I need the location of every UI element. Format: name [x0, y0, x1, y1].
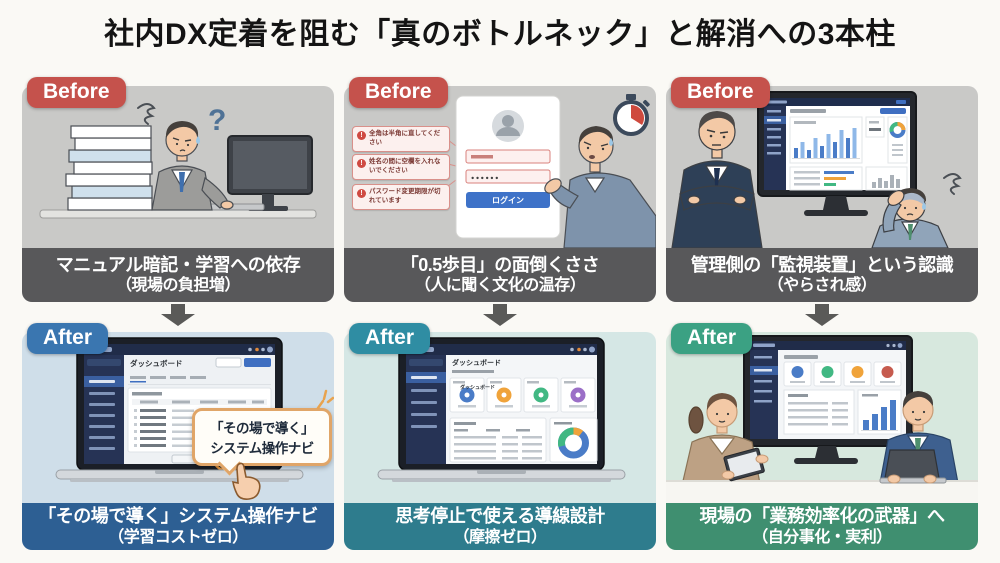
column-3: Before — [666, 0, 978, 563]
bar-chart — [789, 116, 863, 164]
sweat-drop-icon — [609, 138, 613, 146]
down-arrow — [344, 304, 656, 326]
laptop-on-desk — [879, 449, 947, 484]
laptop: ダッシュボード ダッシュボード — [377, 337, 626, 482]
confused-worker-scene: ? — [39, 103, 317, 219]
column-1: Before ? — [22, 0, 334, 563]
before-badge: Before — [671, 77, 770, 108]
desk — [666, 480, 978, 503]
stat-cards — [783, 361, 902, 387]
desk — [39, 209, 317, 219]
before-panel-3: Before — [666, 77, 978, 302]
error-callout-3: ! パスワード変更期限が切れています — [352, 184, 450, 210]
progress-table — [789, 166, 908, 191]
after-illustration-1: ダッシュボード — [22, 332, 334, 503]
page-title: 社内DX定着を阻む「真のボトルネック」と解消への3本柱 — [104, 18, 896, 51]
after-badge: After — [27, 323, 109, 354]
after-illustration-3 — [666, 332, 978, 503]
alert-icon: ! — [357, 189, 366, 198]
desktop-monitor — [227, 135, 313, 211]
error-callout-1: ! 全角は半角に直してください — [352, 126, 450, 152]
tablet — [723, 447, 765, 482]
stress-squiggle-icon — [137, 103, 156, 125]
manual-stack — [65, 125, 153, 211]
donut-chart — [549, 417, 598, 463]
down-arrow — [666, 304, 978, 326]
login-button — [466, 192, 550, 208]
after-panel-1: After — [22, 323, 334, 550]
alert-icon: ! — [357, 159, 366, 168]
after-panel-2: After ダッシュボード — [344, 323, 656, 550]
after-badge: After — [671, 323, 753, 354]
alert-icon: ! — [357, 131, 366, 140]
sweat-drop-icon — [922, 202, 926, 210]
after-caption-1: 「その場で導く」システム操作ナビ （学習コストゼロ） — [22, 503, 334, 550]
sweat-drop-icon — [196, 136, 200, 144]
before-badge: Before — [27, 77, 126, 108]
list-card — [449, 417, 547, 463]
before-badge: Before — [349, 77, 448, 108]
sparkle-icon — [316, 389, 334, 410]
after-panel-3: After — [666, 323, 978, 550]
before-caption-2: 「0.5歩目」の面倒くささ （人に聞く文化の温存） — [344, 248, 656, 302]
stat-cards: ダッシュボード — [449, 377, 596, 413]
before-illustration-2: ●●●●●● ログイン — [344, 86, 656, 248]
username-field — [465, 149, 551, 164]
bar-chart — [857, 389, 902, 435]
list-card — [783, 389, 855, 435]
donut-chart — [887, 116, 908, 164]
before-panel-2: Before ●●●●●● ログイン — [344, 77, 656, 302]
before-caption-3: 管理側の「監視装置」という認識 （やらされ感） — [666, 248, 978, 302]
laptop-dashboard-scene: ダッシュボード ダッシュボード — [377, 337, 626, 482]
login-button-label: ログイン — [492, 195, 524, 205]
password-mask: ●●●●●● — [471, 176, 500, 182]
login-card: ●●●●●● ログイン — [455, 95, 561, 239]
dashboard-monitor — [757, 91, 917, 216]
before-panel-1: Before ? — [22, 77, 334, 302]
worker-figure — [151, 121, 234, 211]
question-mark-icon: ? — [208, 104, 226, 137]
hand-cursor-icon — [232, 462, 261, 500]
after-caption-3: 現場の「業務効率化の武器」へ （自分事化・実利） — [666, 503, 978, 550]
svg-text:ダッシュボード: ダッシュボード — [460, 384, 495, 391]
stressed-worker-figure — [871, 173, 962, 248]
stress-squiggle-icon — [943, 173, 962, 195]
surveillance-scene — [671, 91, 962, 248]
column-2: Before ●●●●●● ログイン — [344, 0, 656, 563]
screen-title: ダッシュボード — [130, 358, 183, 368]
frustrated-user-figure — [544, 126, 656, 248]
before-illustration-3 — [666, 86, 978, 248]
dashboard-monitor — [743, 335, 913, 464]
down-arrow — [22, 304, 334, 326]
error-callout-2: ! 姓名の間に空欄を入れないでください — [352, 154, 450, 180]
woman-figure — [679, 393, 763, 495]
manager-figure — [671, 111, 763, 248]
password-field — [465, 169, 551, 184]
after-badge: After — [349, 323, 431, 354]
before-caption-1: マニュアル暗記・学習への依存 （現場の負担増） — [22, 248, 334, 302]
login-friction-scene: ●●●●●● ログイン — [439, 94, 656, 248]
after-illustration-2: ダッシュボード ダッシュボード — [344, 332, 656, 503]
empowered-team-scene — [666, 335, 978, 503]
guidance-tooltip: 「その場で導く」 システム操作ナビ — [192, 408, 332, 466]
after-caption-2: 思考停止で使える導線設計 （摩擦ゼロ） — [344, 503, 656, 550]
stopwatch-icon — [613, 94, 650, 136]
screen-title: ダッシュボード — [452, 358, 501, 367]
before-illustration-1: ? — [22, 86, 334, 248]
